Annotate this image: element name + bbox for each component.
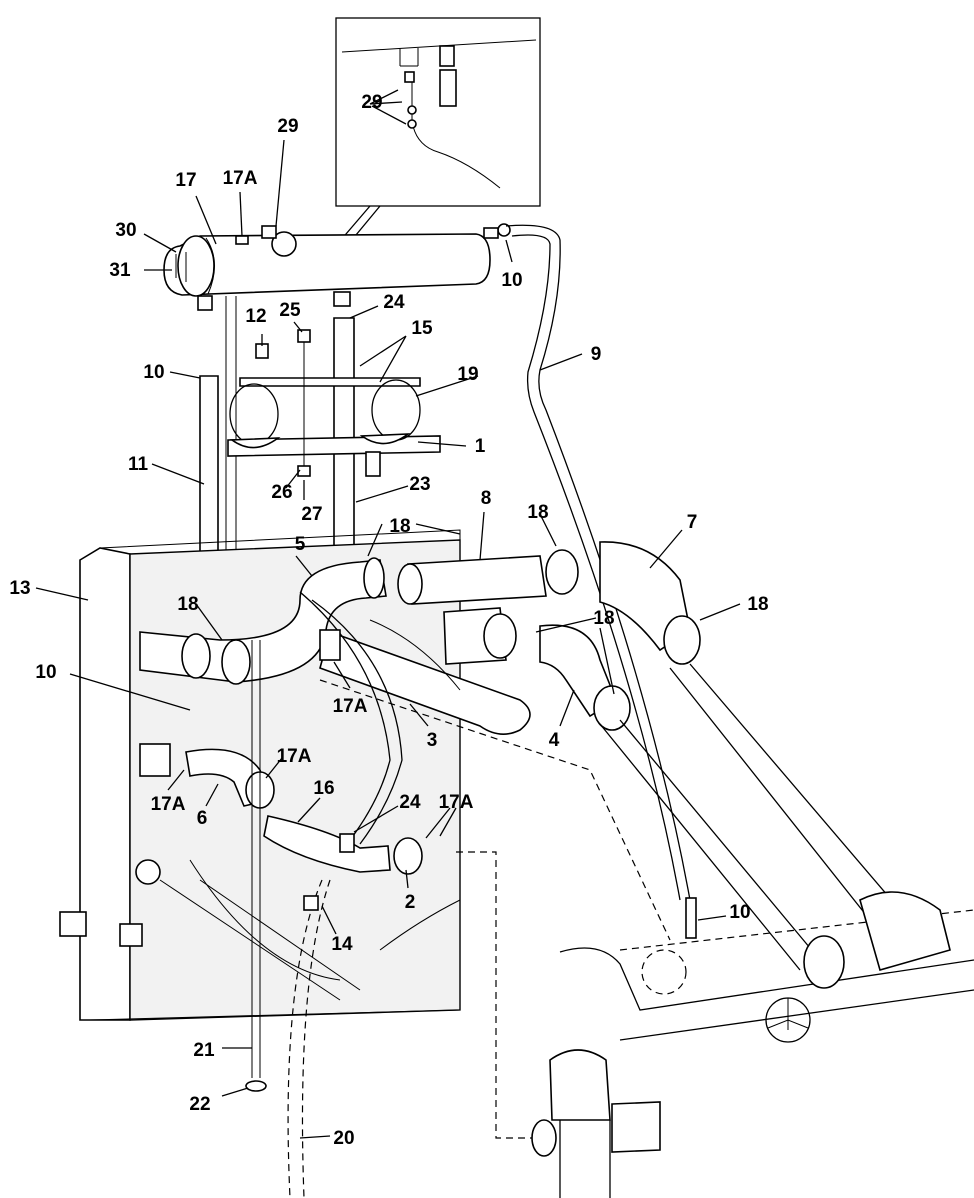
leader-lines	[35, 139, 741, 1139]
callout-15: 15	[411, 318, 433, 339]
callout-23: 22	[189, 1094, 210, 1115]
callout-4: 4	[549, 730, 560, 751]
callout-6: 6	[197, 808, 208, 829]
callout-25-lower: 24	[399, 792, 421, 813]
detail-inset	[335, 17, 541, 207]
callout-11: 11	[128, 454, 149, 475]
callout-31: 30	[115, 220, 136, 241]
surge-tank	[163, 223, 511, 297]
callout-7: 7	[687, 512, 698, 533]
tube-3	[319, 630, 531, 735]
callout-2: 2	[405, 892, 416, 913]
tube-8	[407, 555, 547, 605]
callout-17a: 17A	[223, 168, 258, 189]
callout-10-top: 10	[501, 270, 522, 291]
hose-9	[505, 224, 691, 901]
mounting-bracket	[227, 329, 441, 477]
callout-labels: 29 17 17A 30 31 10 9 12 25 24 15 19 10 1…	[9, 92, 768, 1149]
callout-19-left: 18	[177, 594, 198, 615]
callout-26: 25	[279, 300, 301, 321]
callout-20: 19	[457, 364, 478, 385]
callout-22: 21	[193, 1040, 215, 1061]
callout-19-right: 18	[527, 502, 548, 523]
callout-19-far-right: 18	[747, 594, 768, 615]
line-22	[251, 640, 261, 1078]
callout-27: 26	[271, 482, 292, 503]
callout-18-mid: 17A	[333, 696, 368, 717]
callout-19-top: 18	[389, 516, 410, 537]
callout-10-left-lower: 10	[35, 662, 56, 683]
hose-9-edge	[511, 234, 681, 901]
callout-30: 29	[277, 116, 298, 137]
callout-18-left: 17A	[151, 794, 186, 815]
callout-9: 9	[591, 344, 602, 365]
callout-8: 8	[481, 488, 492, 509]
inset-callout-29: 29	[361, 92, 382, 113]
callout-10-left-upper: 10	[143, 362, 164, 383]
callout-18-right: 17A	[277, 746, 312, 767]
callout-25-top: 24	[383, 292, 405, 313]
callout-14: 14	[331, 934, 353, 955]
hose-16	[263, 815, 391, 873]
fitting-10-lower	[685, 897, 697, 939]
callout-24: 23	[409, 474, 430, 495]
callout-13: 13	[9, 578, 30, 599]
callout-19-mid: 18	[593, 608, 614, 629]
callout-3: 3	[427, 730, 438, 751]
callout-16: 16	[313, 778, 334, 799]
engine-detail	[319, 679, 974, 1198]
callout-21: 20	[333, 1128, 354, 1149]
callout-10-lower-right: 10	[729, 902, 750, 923]
callout-5: 5	[295, 534, 306, 555]
callout-1: 1	[475, 436, 486, 457]
callout-32: 31	[109, 260, 131, 281]
callout-17: 17	[175, 170, 196, 191]
callout-18-lower: 17A	[439, 792, 474, 813]
callout-28: 27	[301, 504, 322, 525]
callout-12: 12	[245, 306, 266, 327]
